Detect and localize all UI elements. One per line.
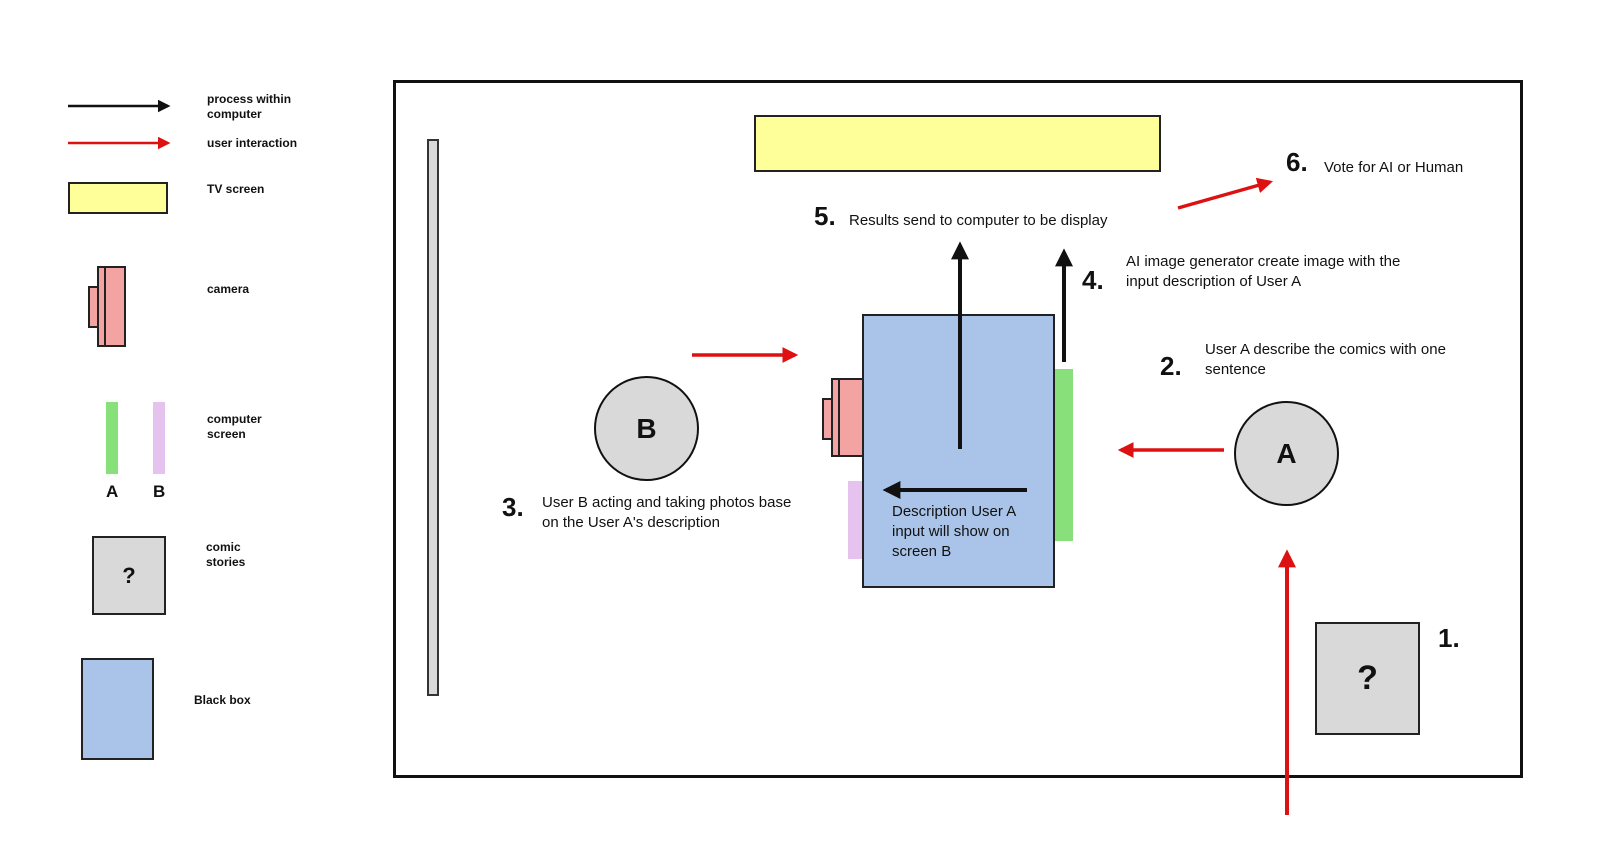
step-4-text: AI image generator create image with the… bbox=[1126, 253, 1401, 290]
legend-comic-label: comic stories bbox=[206, 540, 246, 569]
legend-screen-a-label: A bbox=[106, 482, 119, 501]
legend-camera-label: camera bbox=[207, 282, 250, 296]
legend-black-box bbox=[81, 658, 154, 760]
step-3-number: 3. bbox=[502, 492, 524, 522]
legend-blackbox-label: Black box bbox=[194, 693, 251, 707]
room-frame bbox=[393, 80, 1523, 778]
legend-tv-label: TV screen bbox=[207, 182, 265, 196]
legend-screen-b bbox=[153, 402, 165, 474]
step-2-number: 2. bbox=[1160, 351, 1182, 381]
question-mark-icon: ? bbox=[122, 562, 136, 588]
step-4-number: 4. bbox=[1082, 265, 1104, 295]
computer-screen-b bbox=[848, 481, 862, 559]
tv-screen bbox=[754, 115, 1161, 172]
user-b-circle: B bbox=[594, 376, 699, 481]
wall-panel bbox=[427, 139, 439, 696]
user-b-label: B bbox=[636, 412, 657, 444]
computer-screen-a bbox=[1055, 369, 1073, 541]
user-a-circle: A bbox=[1234, 401, 1339, 506]
legend-user-label: user interaction bbox=[207, 136, 298, 150]
user-a-label: A bbox=[1276, 437, 1297, 469]
legend-process-label: process within computer bbox=[207, 92, 292, 121]
step-6-text: Vote for AI or Human bbox=[1324, 159, 1464, 176]
legend-screen-a bbox=[106, 402, 118, 474]
legend-tv-screen bbox=[68, 182, 168, 214]
step-1-number: 1. bbox=[1438, 623, 1460, 653]
step-5-text: Results send to computer to be display bbox=[849, 212, 1108, 229]
user-arrow-vote bbox=[1177, 177, 1274, 210]
legend-screen-label: computer screen bbox=[207, 412, 262, 441]
step-2-text: User A describe the comics with one sent… bbox=[1205, 341, 1446, 378]
black-box-description: Description User A input will show on sc… bbox=[892, 503, 1016, 560]
comic-story-box: ? bbox=[1315, 622, 1420, 735]
step-3-text: User B acting and taking photos base on … bbox=[542, 494, 792, 531]
question-mark-icon: ? bbox=[1357, 659, 1378, 697]
step-5-number: 5. bbox=[814, 201, 836, 231]
legend-screen-b-label: B bbox=[153, 482, 166, 501]
step-6-number: 6. bbox=[1286, 147, 1308, 177]
legend-comic-box: ? bbox=[92, 536, 166, 615]
